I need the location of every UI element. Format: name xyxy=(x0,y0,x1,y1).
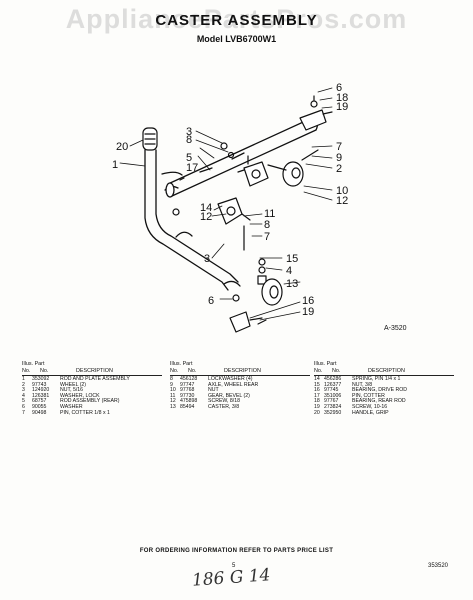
header-illus-part: Illus. Part xyxy=(314,361,337,367)
callout-14: 14 xyxy=(200,202,212,214)
header-description: DESCRIPTION xyxy=(76,368,113,374)
caster xyxy=(257,275,283,306)
callout-12: 12 xyxy=(336,195,348,207)
lower-bearing xyxy=(229,311,267,333)
callout-9: 9 xyxy=(336,152,342,164)
callout-10: 10 xyxy=(336,185,348,197)
rear-rod xyxy=(165,117,318,198)
hardware xyxy=(172,142,266,302)
callout-1: 1 xyxy=(112,159,118,171)
callout-7b: 7 xyxy=(264,231,270,243)
column-header: Illus. Part No. No. DESCRIPTION xyxy=(170,361,310,376)
callout-2: 2 xyxy=(336,163,342,175)
model-number: Model LVB6700W1 xyxy=(196,34,277,44)
bevel-gear-bracket xyxy=(217,197,251,225)
header-no: No. xyxy=(314,368,323,374)
ordering-note: FOR ORDERING INFORMATION REFER TO PARTS … xyxy=(139,548,334,554)
callout-13: 13 xyxy=(286,278,298,290)
callout-11: 11 xyxy=(264,208,275,220)
header-description: DESCRIPTION xyxy=(224,368,261,374)
leader-lines xyxy=(119,87,333,321)
rear-wheel xyxy=(267,149,319,187)
upper-bracket xyxy=(299,95,333,131)
header-no: No. xyxy=(22,368,31,374)
gear-bracket xyxy=(237,155,269,187)
header-description: DESCRIPTION xyxy=(368,368,405,374)
page-number: 5 xyxy=(232,563,236,569)
callout-3b: 3 xyxy=(204,253,210,265)
page-title: CASTER ASSEMBLY xyxy=(155,12,318,29)
callout-6b: 6 xyxy=(208,295,214,307)
header-no: No. xyxy=(170,368,179,374)
front-rod xyxy=(144,149,241,291)
callout-17: 17 xyxy=(186,162,198,174)
header-part-no: No. xyxy=(332,368,341,374)
callout-18: 18 xyxy=(336,92,348,104)
callout-16: 16 xyxy=(302,295,314,307)
callout-19b: 19 xyxy=(302,306,314,318)
callout-8b: 8 xyxy=(264,219,270,231)
callout-5: 5 xyxy=(186,152,192,164)
header-part-no: No. xyxy=(188,368,197,374)
callout-8: 8 xyxy=(186,134,192,146)
callout-6: 6 xyxy=(336,82,342,94)
handle-grip xyxy=(142,127,158,151)
drawing-id: A-3520 xyxy=(384,325,407,332)
callout-12b: 12 xyxy=(200,211,212,223)
callout-3: 3 xyxy=(186,126,192,138)
header-illus-part: Illus. Part xyxy=(170,361,193,367)
document-number: 353520 xyxy=(428,563,449,569)
column-header: Illus. Part No. No. DESCRIPTION xyxy=(22,361,162,376)
callout-7: 7 xyxy=(336,141,342,153)
callout-20: 20 xyxy=(116,141,128,153)
watermark: AppliancePartsPros.com xyxy=(65,4,408,34)
handwritten-note: 186 G 14 xyxy=(191,565,272,591)
callout-19: 19 xyxy=(336,101,348,113)
header-illus-part: Illus. Part xyxy=(22,361,45,367)
callout-4: 4 xyxy=(286,265,292,277)
callout-15: 15 xyxy=(286,253,298,265)
column-header: Illus. Part No. No. DESCRIPTION xyxy=(314,361,454,376)
header-part-no: No. xyxy=(40,368,49,374)
caster-assembly-diagram: 1 2 3 3 4 5 6 6 7 7 8 8 9 10 11 12 12 13… xyxy=(112,82,348,333)
